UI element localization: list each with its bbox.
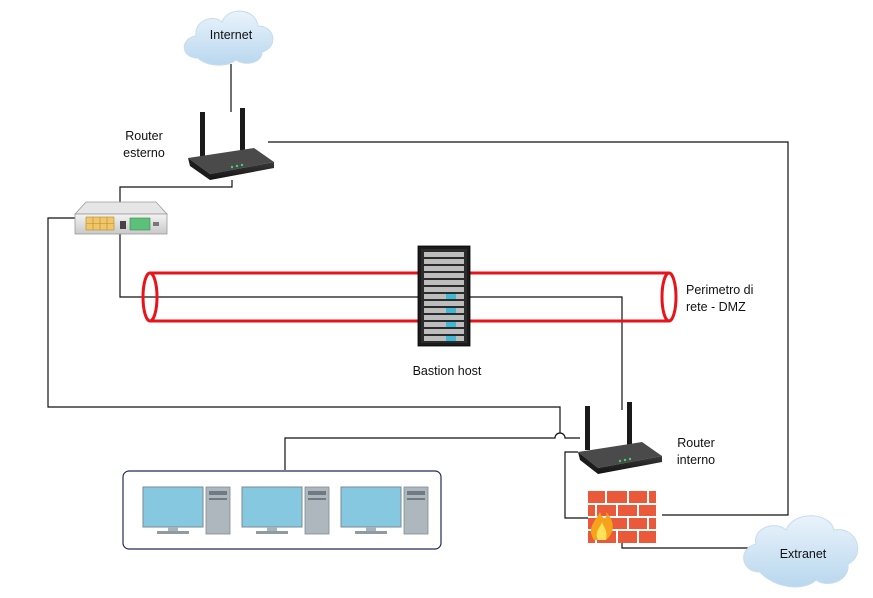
connections bbox=[47, 64, 789, 549]
dmz-perimeter-tube bbox=[141, 271, 678, 323]
link-router-firewall bbox=[564, 451, 588, 519]
internal-lan-group bbox=[122, 470, 442, 550]
extranet-label: Extranet bbox=[779, 547, 827, 561]
router-esterno-label-line2: esterno bbox=[123, 146, 165, 160]
link-switch-dmz bbox=[119, 232, 418, 298]
link-router-extranet bbox=[268, 141, 789, 516]
link-dmz-router-interno bbox=[470, 296, 623, 410]
link-lan bbox=[284, 432, 580, 470]
internet-cloud-icon bbox=[183, 10, 274, 66]
firewall-icon bbox=[588, 491, 656, 543]
router-interno-icon bbox=[578, 402, 662, 474]
workstation-3-icon bbox=[340, 486, 429, 535]
workstation-1-icon bbox=[142, 486, 231, 535]
router-interno-label-line2: interno bbox=[676, 453, 716, 467]
internet-label: Internet bbox=[209, 28, 253, 42]
bastion-host-label: Bastion host bbox=[412, 364, 482, 378]
network-switch-icon bbox=[74, 201, 168, 235]
router-interno-label: Router interno bbox=[666, 435, 726, 469]
extranet-cloud-icon bbox=[743, 515, 859, 588]
perimetro-label: Perimetro di rete - DMZ bbox=[686, 282, 753, 316]
workstation-2-icon bbox=[241, 486, 330, 535]
perimetro-label-line1: Perimetro di bbox=[686, 283, 754, 297]
link-switch-internal bbox=[47, 217, 561, 433]
perimetro-label-line2: rete - DMZ bbox=[686, 300, 746, 314]
link-router-switch bbox=[119, 180, 233, 202]
router-esterno-icon bbox=[188, 108, 274, 180]
link-firewall-extranet bbox=[621, 542, 748, 549]
router-interno-label-line1: Router bbox=[677, 436, 715, 450]
server-rack-icon bbox=[417, 245, 471, 347]
router-esterno-label-line1: Router bbox=[125, 129, 163, 143]
router-esterno-label: Router esterno bbox=[112, 128, 176, 162]
